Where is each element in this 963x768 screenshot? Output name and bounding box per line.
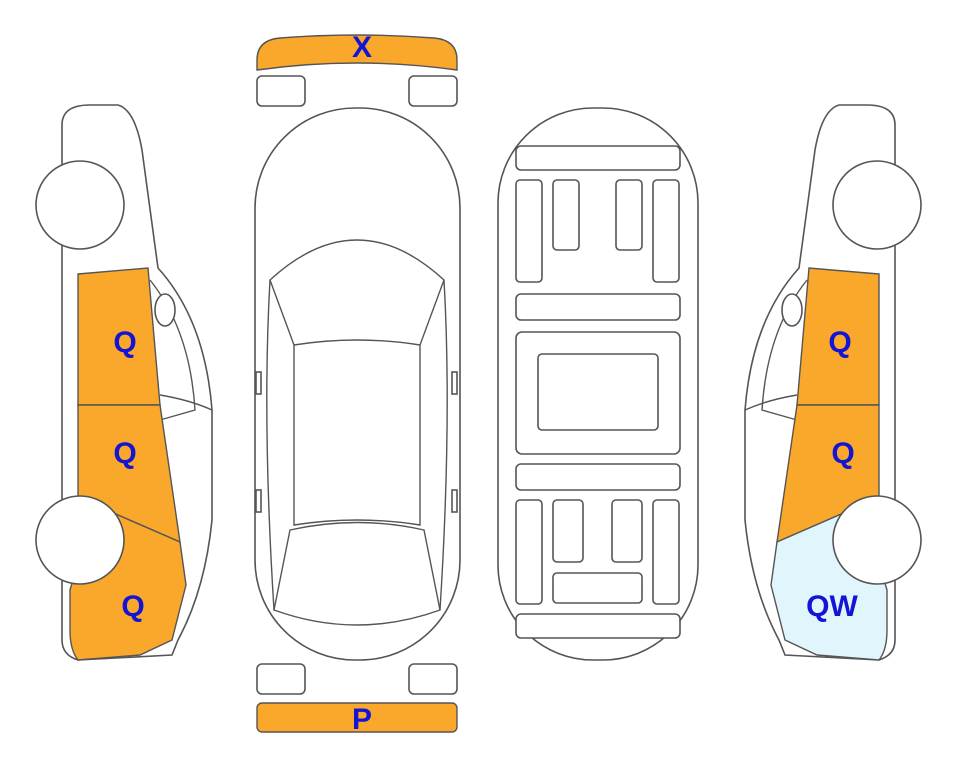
rear-right-light — [408, 663, 458, 695]
right-rear-door-label: Q — [831, 437, 854, 470]
car-top-view — [254, 107, 461, 661]
front-bumper-label: X — [352, 31, 372, 64]
left-front-door-label: Q — [113, 326, 136, 359]
left-mirror — [255, 371, 262, 395]
left-rear-wheel — [35, 495, 125, 585]
front-left-light — [256, 75, 306, 107]
left-mirror-side — [154, 293, 176, 327]
right-rear-wheel — [832, 495, 922, 585]
right-rear-quarter-label: QW — [806, 590, 858, 623]
left-rear-door-label: Q — [113, 437, 136, 470]
right-front-wheel — [832, 160, 922, 250]
right-front-door-label: Q — [828, 326, 851, 359]
right-mirror — [451, 371, 458, 395]
rear-bumper-label: P — [352, 703, 372, 736]
left-front-wheel — [35, 160, 125, 250]
rear-bumper-panel[interactable] — [256, 702, 458, 733]
front-right-light — [408, 75, 458, 107]
front-bumper-panel[interactable] — [256, 34, 458, 71]
left-rear-quarter-label: Q — [121, 590, 144, 623]
rear-left-light — [256, 663, 306, 695]
car-interior-view — [497, 107, 699, 661]
